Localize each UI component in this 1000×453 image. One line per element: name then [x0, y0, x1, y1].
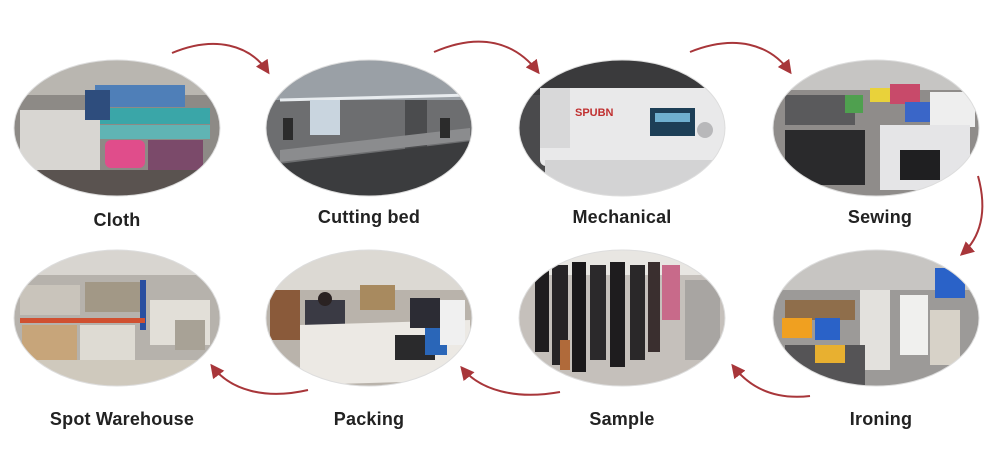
- step-label-sewing: Sewing: [847, 207, 913, 227]
- step-photo-mechanical: SPUBN: [519, 60, 725, 196]
- flow-arrow-ironing-to-sample: [731, 363, 811, 398]
- step-label-packing: Packing: [333, 409, 405, 429]
- step-photo-sewing: [773, 60, 979, 196]
- step-photo-cloth: [14, 60, 220, 196]
- flow-arrow-sample-to-packing: [460, 365, 561, 396]
- machine-brand-text: SPUBN: [575, 107, 614, 119]
- step-photo-packing: [266, 250, 472, 386]
- flow-arrow-cutting-bed-to-mechanical: [433, 40, 540, 75]
- step-photo-sample: [519, 250, 725, 386]
- flow-arrow-packing-to-spot-warehouse: [210, 363, 309, 395]
- flow-arrow-cloth-to-cutting-bed: [171, 42, 270, 75]
- step-label-cutting-bed: Cutting bed: [317, 207, 421, 227]
- step-photo-ironing: [773, 250, 979, 386]
- step-photo-cutting-bed: [266, 60, 472, 196]
- step-label-cloth: Cloth: [93, 210, 141, 230]
- step-label-sample: Sample: [589, 409, 655, 429]
- flow-arrow-sewing-to-ironing: [959, 175, 984, 256]
- step-label-ironing: Ironing: [849, 409, 913, 429]
- step-photo-spot-warehouse: [14, 250, 220, 386]
- flow-arrow-mechanical-to-sewing: [689, 41, 792, 75]
- step-label-spot-warehouse: Spot Warehouse: [49, 409, 195, 429]
- step-label-mechanical: Mechanical: [572, 207, 672, 227]
